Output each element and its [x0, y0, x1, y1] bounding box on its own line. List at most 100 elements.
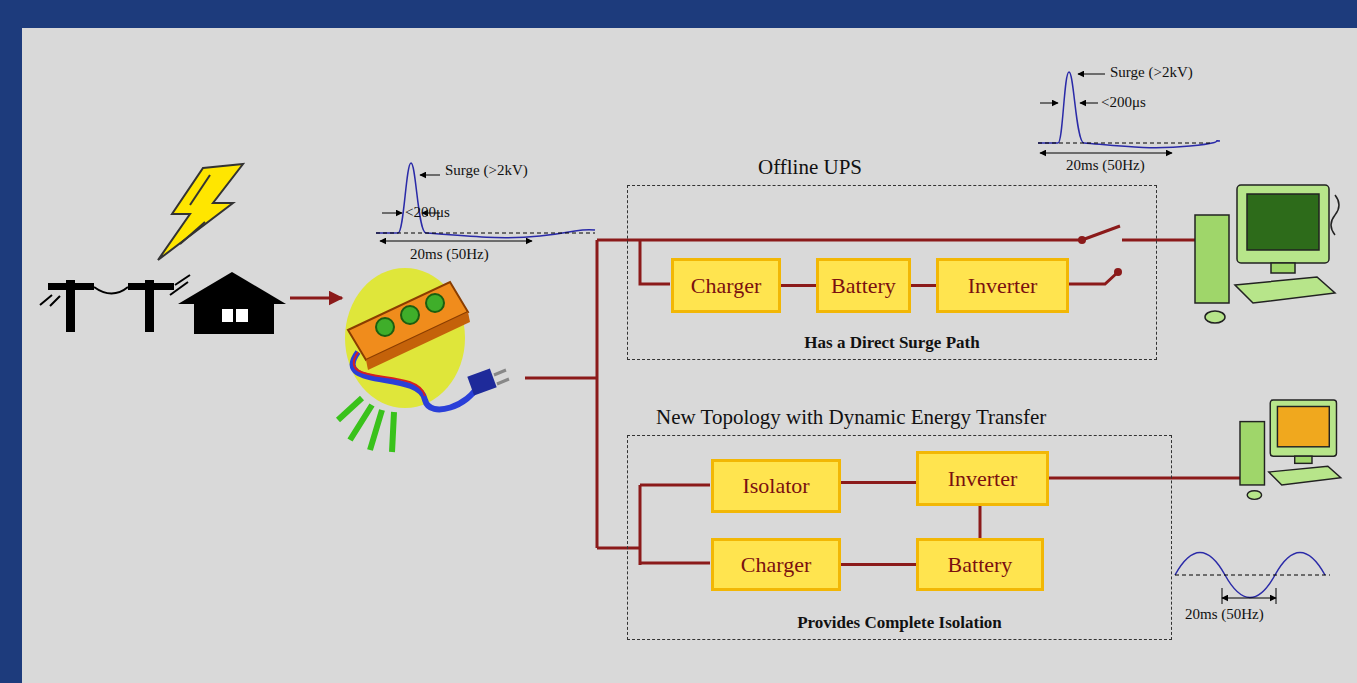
- wire: [525, 377, 597, 380]
- waveform-label: 20ms (50Hz): [1185, 606, 1264, 623]
- waveform-dimension: [380, 241, 532, 242]
- component-box: Inverter: [916, 451, 1049, 506]
- wire: [640, 240, 670, 284]
- wire-connector: [841, 563, 916, 566]
- component-label: Charger: [691, 273, 761, 299]
- waveform-dimension: [1040, 103, 1058, 104]
- component-box: Inverter: [936, 258, 1069, 313]
- wire: [596, 240, 599, 548]
- wire-connector: [781, 284, 816, 287]
- power-poles-and-house: [170, 275, 190, 295]
- component-label: Battery: [948, 552, 1013, 578]
- power-poles-and-house: [233, 309, 236, 322]
- component-label: Charger: [741, 552, 811, 578]
- wire: [1122, 239, 1195, 242]
- wire: [597, 485, 710, 565]
- waveform-dimension: [1038, 143, 1210, 144]
- power-strip: [494, 370, 509, 384]
- waveform-label: 20ms (50Hz): [1066, 157, 1145, 174]
- surge-waveform: [376, 72, 1325, 598]
- computer: [1271, 263, 1295, 273]
- waveform-label: Surge (>2kV): [1110, 64, 1193, 81]
- computer: [1195, 215, 1229, 303]
- surge-waveform: [376, 163, 595, 238]
- computer: [1240, 400, 1341, 499]
- component-box: Isolator: [711, 459, 841, 513]
- group-box: New Topology with Dynamic Energy Transfe…: [627, 435, 1172, 640]
- waveform-dimension: [376, 233, 595, 234]
- wire-connector: [841, 481, 916, 484]
- waveform-dimension: [1078, 74, 1105, 75]
- power-poles-and-house: [128, 283, 174, 290]
- power-poles-and-house: [40, 295, 60, 306]
- waveform-label: <200μs: [1101, 94, 1146, 111]
- group-heading: New Topology with Dynamic Energy Transfe…: [656, 405, 1046, 430]
- computer: [1205, 311, 1225, 323]
- waveform-dimension: [376, 74, 1330, 604]
- power-strip: [353, 352, 478, 409]
- power-strip: [354, 352, 425, 396]
- power-strip: [338, 268, 509, 452]
- component-label: Isolator: [742, 473, 809, 499]
- waveform-dimension: [1222, 598, 1276, 599]
- computer: [1247, 491, 1261, 500]
- computer: [1269, 466, 1341, 485]
- component-box: Battery: [916, 538, 1044, 591]
- power-strip: [401, 306, 419, 324]
- waveform-label: Surge (>2kV): [445, 162, 528, 179]
- computer: [1235, 277, 1335, 303]
- switch-contact: [1078, 236, 1086, 244]
- computer: [1247, 194, 1319, 250]
- wire-connector: [911, 284, 936, 287]
- waveform-dimension: [420, 175, 440, 176]
- feed-arrow: [290, 297, 342, 300]
- component-label: Battery: [831, 273, 896, 299]
- lightning-bolt: [180, 222, 205, 244]
- waveform-dimension: [1040, 153, 1172, 154]
- lightning-bolt: [190, 175, 210, 205]
- waveform-dimension: [382, 213, 402, 214]
- power-poles-and-house: [178, 272, 286, 304]
- power-strip: [376, 318, 394, 336]
- component-box: Charger: [671, 258, 781, 313]
- lightning-bolt: [158, 164, 243, 260]
- component-box: Charger: [711, 538, 841, 591]
- switch-contact: [1078, 236, 1122, 276]
- group-note: Provides Complete Isolation: [628, 613, 1171, 633]
- wire: [597, 239, 1080, 242]
- computer: [1295, 456, 1312, 463]
- component-box: Battery: [816, 258, 911, 313]
- waveform-dimension: [1175, 575, 1330, 576]
- power-poles-and-house: [40, 272, 286, 334]
- computer: [1237, 185, 1329, 263]
- wire: [525, 226, 1240, 565]
- power-poles-and-house: [48, 283, 94, 290]
- wire: [1082, 226, 1120, 240]
- switch-contact: [1114, 268, 1122, 276]
- component-label: Inverter: [948, 466, 1018, 492]
- waveform-dimension: [1080, 103, 1098, 104]
- component-label: Inverter: [968, 273, 1038, 299]
- waveform-label: <200μs: [405, 204, 450, 221]
- power-strip: [467, 368, 496, 395]
- group-box: Offline UPSHas a Direct Surge PathCharge…: [627, 185, 1157, 360]
- wire: [1068, 273, 1117, 284]
- wire: [1048, 477, 1240, 480]
- computer: [1331, 195, 1339, 235]
- group-heading: Offline UPS: [758, 155, 862, 180]
- wire-connector: [979, 506, 982, 538]
- group-note: Has a Direct Surge Path: [628, 333, 1156, 353]
- power-strip: [426, 294, 444, 312]
- lightning-bolt: [158, 164, 243, 260]
- waveform-label: 20ms (50Hz): [410, 246, 489, 263]
- power-poles-and-house: [94, 287, 128, 294]
- computer: [1195, 185, 1339, 323]
- computer: [1270, 400, 1336, 456]
- power-strip: [338, 398, 394, 452]
- computer: [1240, 422, 1264, 485]
- surge-waveform: [1038, 72, 1220, 148]
- power-poles-and-house: [194, 302, 274, 334]
- power-poles-and-house: [222, 309, 248, 322]
